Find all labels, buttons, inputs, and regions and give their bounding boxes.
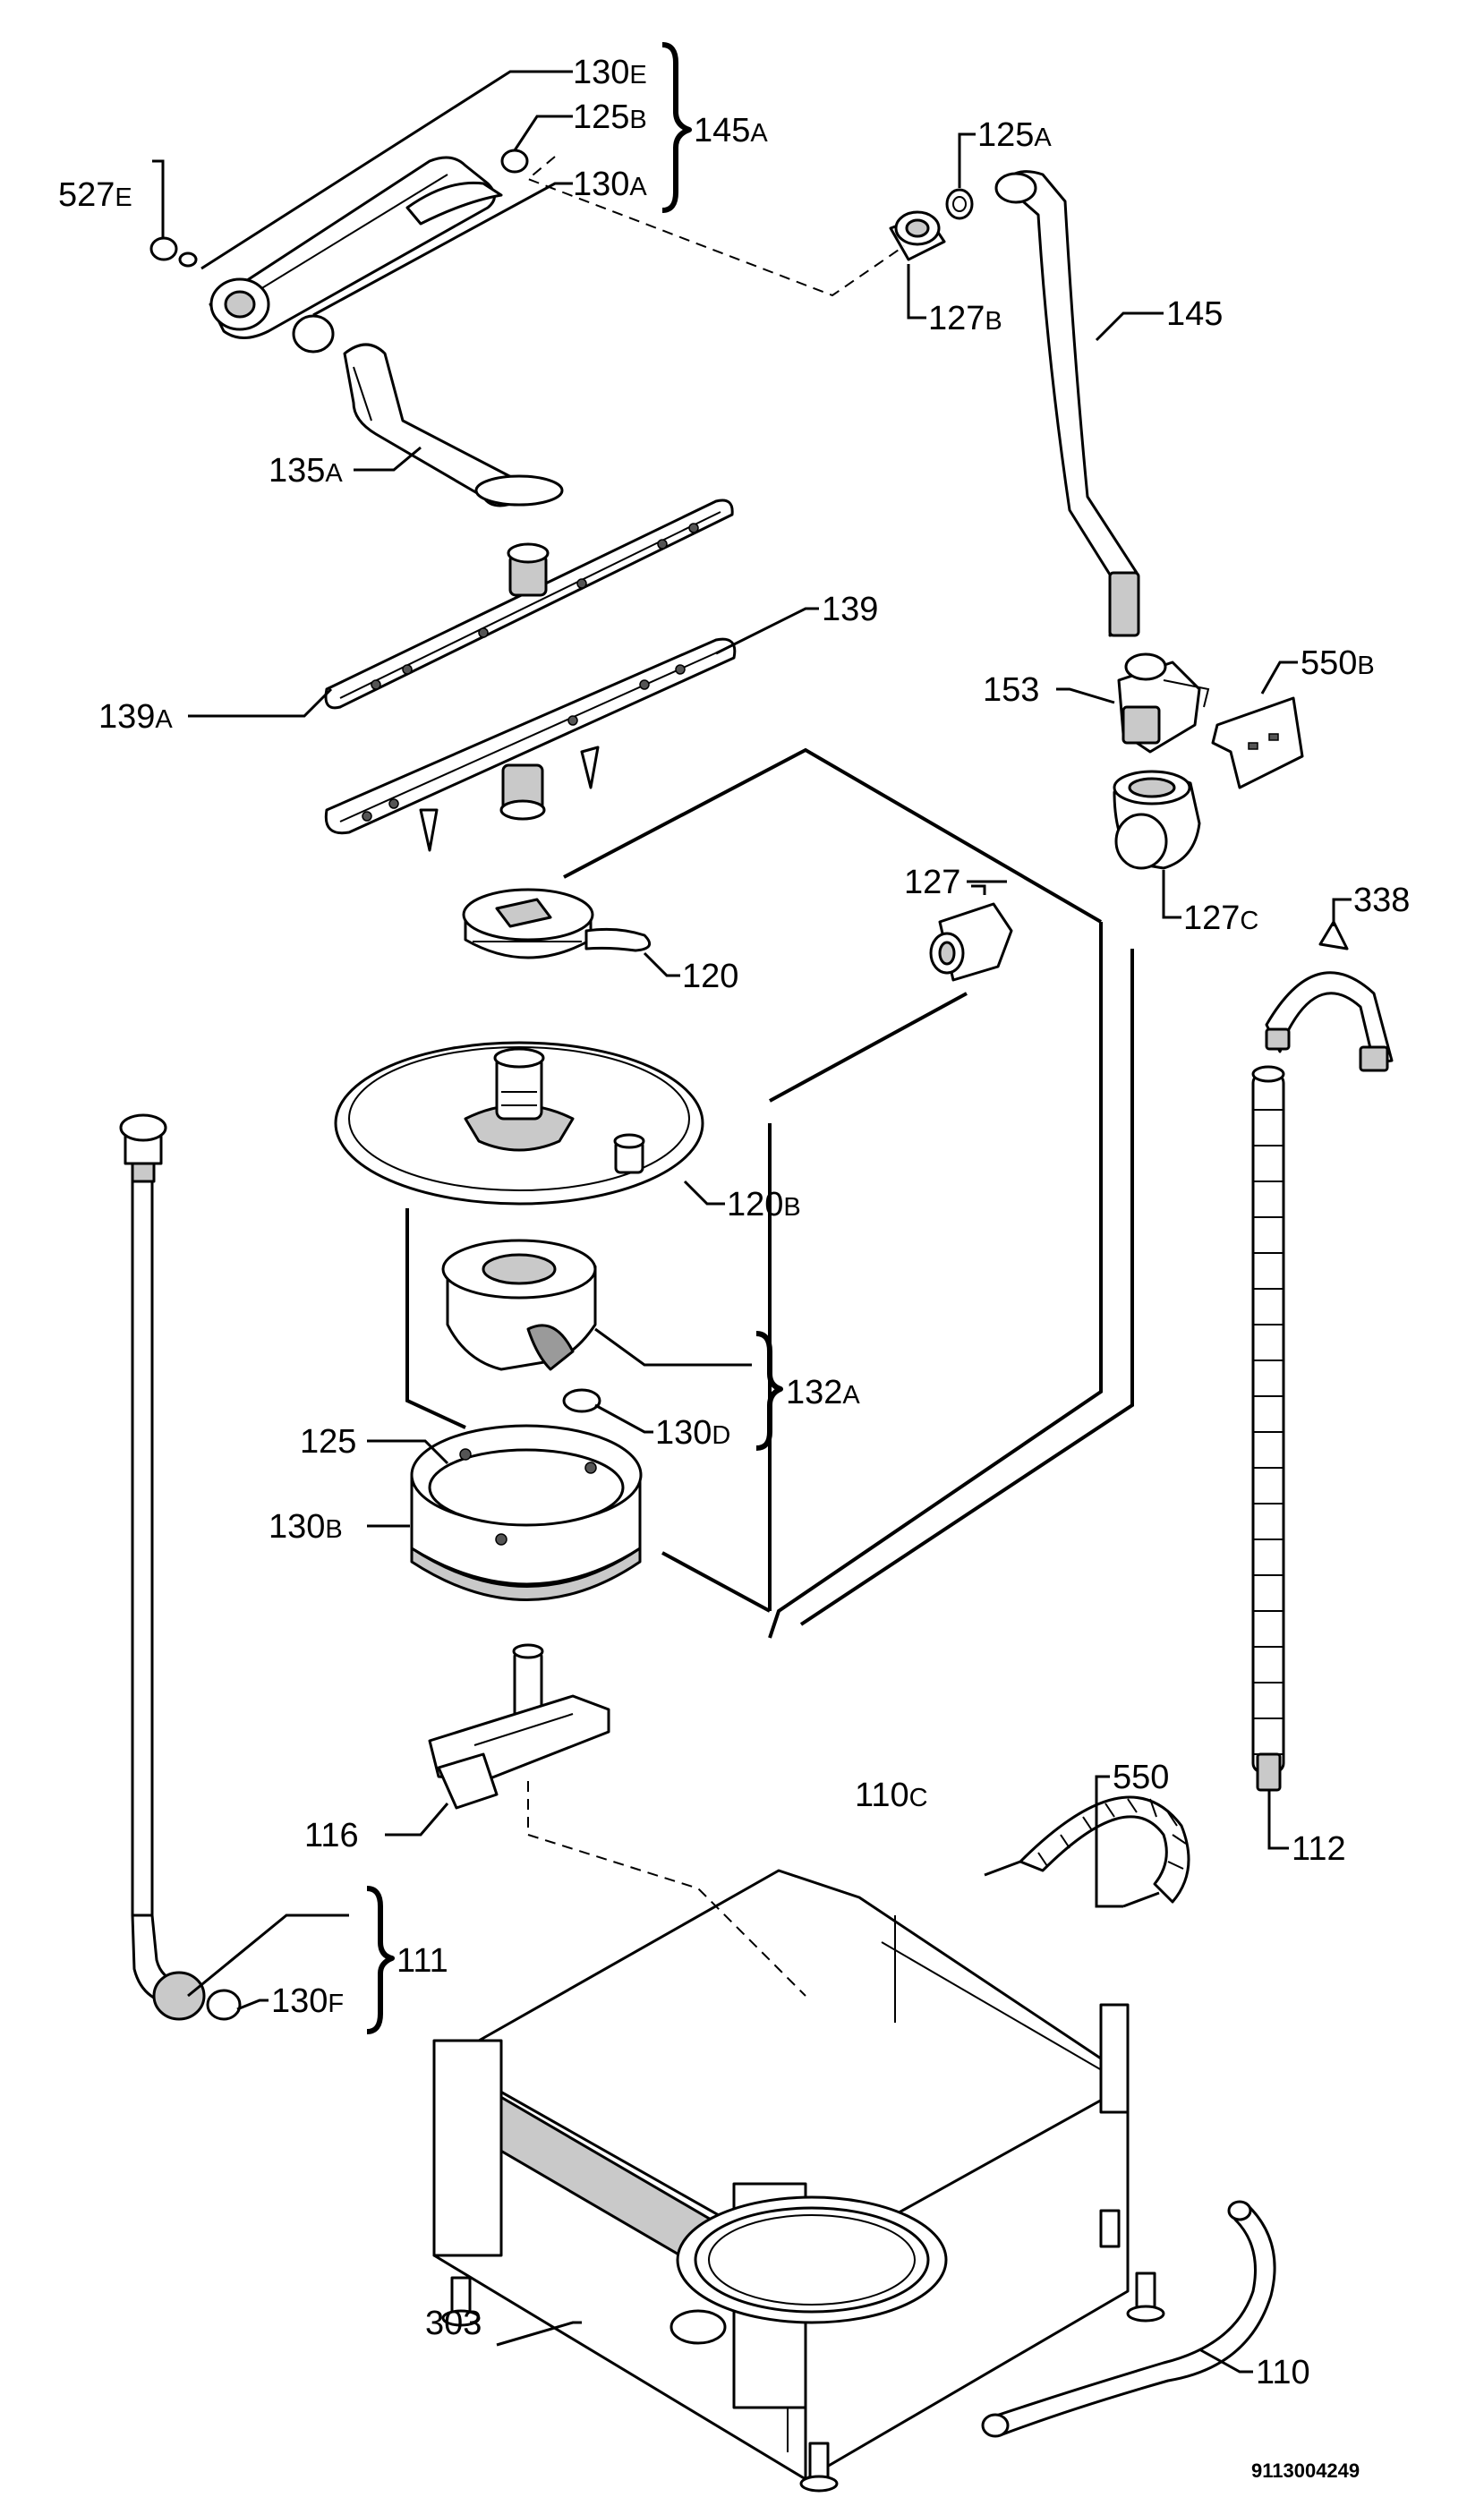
label-153: 153 [983, 671, 1039, 709]
label-145a: 145A [694, 112, 768, 149]
spray-arm-135a-part [343, 343, 564, 507]
hose-110-part [981, 2200, 1276, 2438]
upper-spray-arm-part [149, 149, 529, 354]
valve-116-part [428, 1643, 610, 1810]
label-132a: 132A [786, 1374, 860, 1411]
label-110c: 110C [855, 1777, 928, 1814]
spray-arm-139a-part [324, 499, 734, 710]
sump-132a-part [441, 1239, 601, 1413]
label-125a: 125A [977, 116, 1052, 154]
group-braces [366, 42, 783, 2034]
label-127: 127 [904, 864, 960, 901]
label-130d: 130D [655, 1414, 730, 1452]
label-127c: 127C [1183, 899, 1258, 937]
label-112: 112 [1292, 1830, 1346, 1868]
bracket-550b-part [1211, 696, 1304, 789]
fitting-127b-part [889, 188, 974, 261]
label-130a: 130A [573, 166, 647, 203]
hose-550-part [984, 1795, 1190, 1908]
pipe-145-part [994, 170, 1140, 637]
drain-hose-112-part [1251, 1065, 1285, 1792]
label-139: 139 [822, 591, 878, 628]
label-127b: 127B [928, 300, 1002, 337]
label-130b: 130B [269, 1508, 343, 1546]
leader-lines [152, 70, 1352, 2374]
label-110: 110 [1256, 2354, 1310, 2391]
alignment-lines [526, 156, 905, 1997]
label-125: 125 [300, 1423, 356, 1461]
tank-outline [405, 747, 1134, 1639]
callout-labels: 130E 125B 130A 145A 527E 125A 127B 145 1… [58, 54, 1410, 2482]
label-139a: 139A [98, 698, 173, 736]
label-120b: 120B [727, 1186, 801, 1223]
inlet-hose-111-part [119, 1113, 242, 2021]
label-130f: 130F [271, 1982, 344, 2020]
label-130e: 130E [573, 54, 647, 91]
lower-spray-arm-part [324, 637, 737, 852]
label-135a: 135A [269, 452, 343, 490]
label-120: 120 [682, 958, 738, 995]
label-145: 145 [1166, 295, 1223, 333]
label-550b: 550B [1301, 644, 1375, 682]
valve-153-part [1117, 652, 1210, 754]
hook-338-part [1265, 920, 1394, 1072]
drawing-code: 9113004249 [1251, 2459, 1360, 2482]
label-303: 303 [425, 2305, 482, 2342]
label-125b: 125B [573, 98, 647, 136]
filter-nut-120-part [462, 888, 652, 959]
base-frame-303-part [432, 1869, 1165, 2493]
filter-plate-120b-part [334, 1041, 704, 1206]
sump-ring-125-part [410, 1424, 643, 1601]
label-527e: 527E [58, 176, 132, 214]
label-550: 550 [1113, 1759, 1169, 1796]
label-116: 116 [304, 1817, 359, 1854]
elbow-127c-part [1113, 770, 1201, 870]
fitting-127-part [929, 902, 1013, 982]
label-338: 338 [1353, 882, 1410, 919]
label-111: 111 [397, 1942, 448, 1980]
